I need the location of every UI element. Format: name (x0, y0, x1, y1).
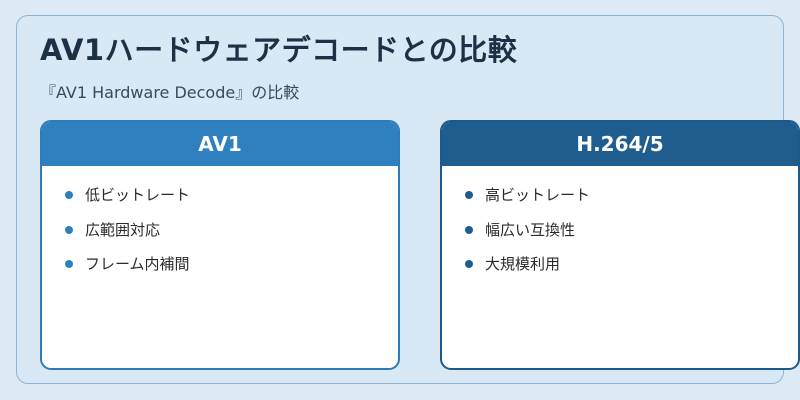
list-item: 幅広い互換性 (442, 219, 798, 254)
list-item: 広範囲対応 (42, 219, 398, 254)
h264-feature-list: 高ビットレート 幅広い互換性 大規模利用 (442, 166, 798, 288)
list-item-label: 高ビットレート (485, 186, 591, 204)
bullet-dot-icon (465, 260, 473, 268)
page-subtitle: 『AV1 Hardware Decode』の比較 (40, 83, 300, 102)
bullet-dot-icon (465, 191, 473, 199)
list-item: 大規模利用 (442, 253, 798, 288)
list-item-label: 大規模利用 (485, 255, 561, 273)
page-title: AV1ハードウェアデコードとの比較 (40, 33, 518, 67)
bullet-dot-icon (65, 225, 73, 234)
bullet-dot-icon (65, 191, 73, 199)
list-item-label: 低ビットレート (85, 186, 191, 204)
list-item-label: フレーム内補間 (85, 255, 190, 273)
list-item-label: 幅広い互換性 (485, 220, 576, 239)
bullet-dot-icon (65, 260, 73, 268)
av1-card-header: AV1 (42, 122, 398, 166)
list-item: 高ビットレート (442, 184, 798, 219)
h264-card: H.264/5 高ビットレート 幅広い互換性 大規模利用 (440, 120, 800, 370)
list-item: フレーム内補間 (42, 253, 398, 288)
list-item-label: 広範囲対応 (85, 220, 161, 239)
h264-card-header: H.264/5 (442, 122, 798, 166)
av1-card: AV1 低ビットレート 広範囲対応 フレーム内補間 (40, 120, 400, 370)
list-item: 低ビットレート (42, 184, 398, 219)
bullet-dot-icon (465, 225, 473, 234)
av1-feature-list: 低ビットレート 広範囲対応 フレーム内補間 (42, 166, 398, 288)
